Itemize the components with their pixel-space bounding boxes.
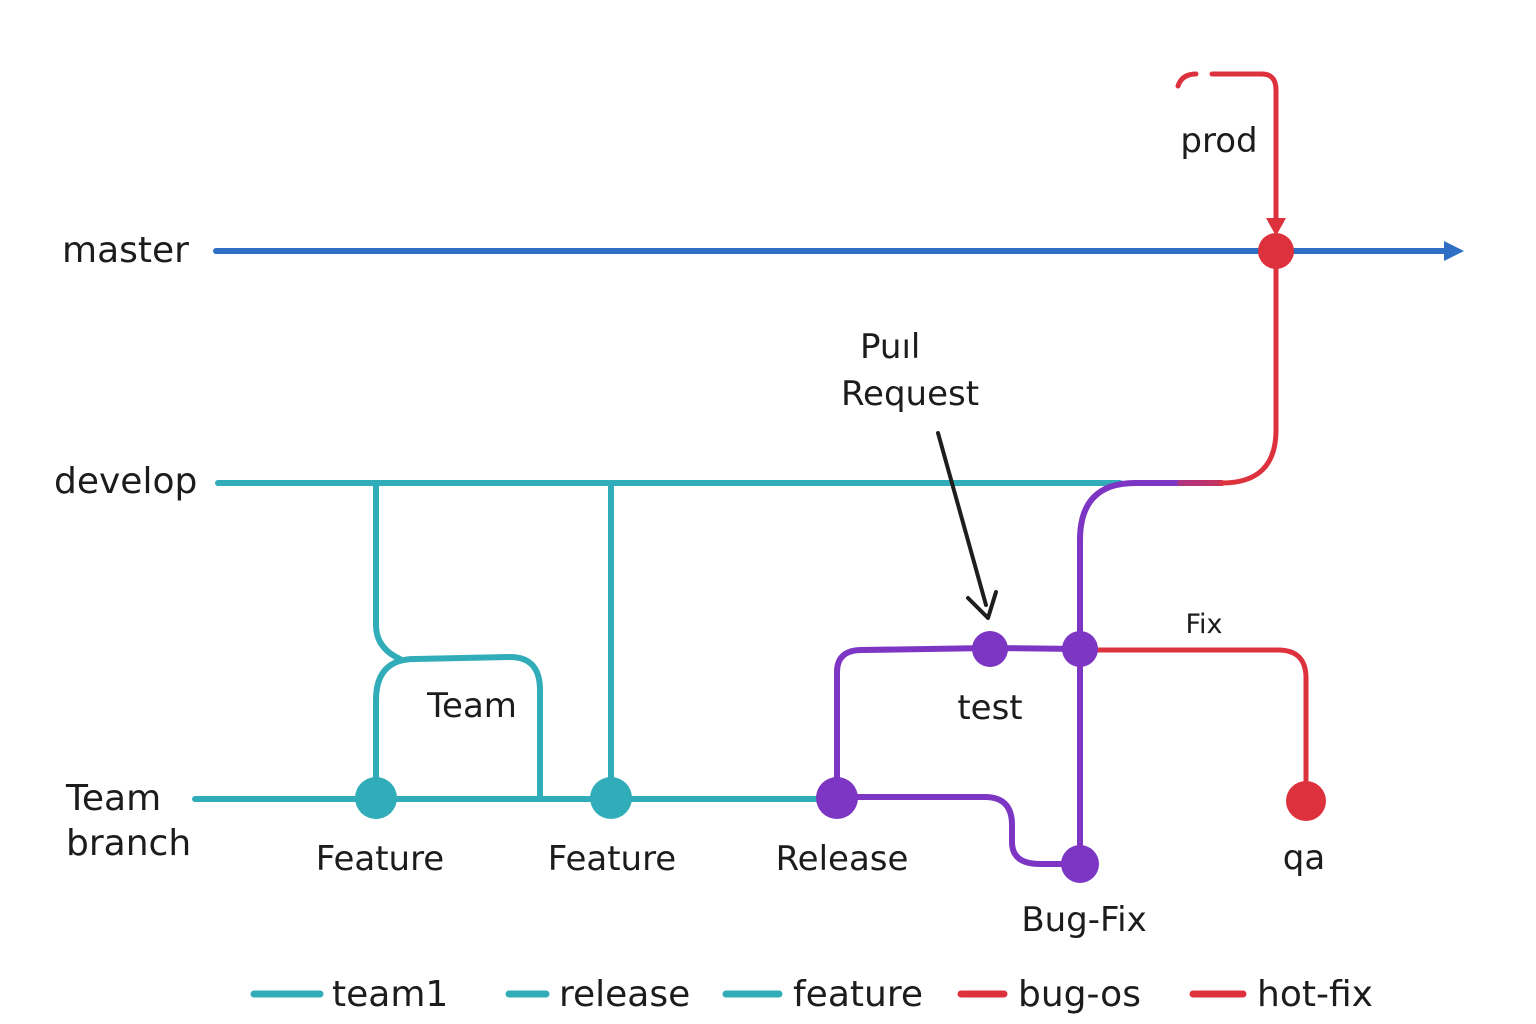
test-label: test (957, 688, 1022, 728)
prod-arrowhead (1266, 218, 1286, 236)
legend-label-feature: feature (793, 974, 923, 1015)
legend: team1 release feature bug-os hot-fix (250, 974, 1373, 1015)
pull-request-annotation-line2: Request (841, 374, 979, 414)
feature-1-commit-node (355, 777, 397, 819)
master-arrowhead (1444, 241, 1464, 261)
legend-item-hot-fix: hot-fix (1189, 974, 1373, 1015)
bug-fix-commit-node (1061, 845, 1099, 883)
bug-fix-label: Bug-Fix (1021, 900, 1146, 940)
pull-request-arrow (936, 431, 988, 607)
team-annotation: Team (426, 686, 517, 726)
prod-annotation: prod (1180, 121, 1257, 161)
legend-label-team1: team1 (332, 974, 448, 1015)
legend-item-release: release (505, 974, 690, 1015)
release-label: Release (776, 839, 909, 879)
release-commit-node (816, 777, 858, 819)
team-loop-connector (373, 654, 543, 800)
release-to-test-path (834, 645, 1083, 800)
legend-label-bug-os: bug-os (1018, 974, 1141, 1015)
develop-to-feature-1-connector (373, 480, 403, 662)
master-merge-node (1258, 233, 1294, 269)
release-to-bugfix-path (834, 794, 1083, 867)
team-branch-lane-label-line1: Team (65, 778, 161, 819)
pull-request-annotation-line1: Puıl (860, 327, 920, 367)
bugfix-to-develop-path (1077, 480, 1193, 867)
feature-1-label: Feature (316, 839, 444, 879)
legend-item-team1: team1 (250, 974, 448, 1015)
merge-commit-node (1062, 631, 1098, 667)
fix-annotation: Fix (1185, 609, 1222, 640)
legend-item-feature: feature (722, 974, 923, 1015)
pull-request-arrowhead (966, 590, 998, 620)
qa-commit-node (1286, 781, 1326, 821)
prod-to-master-path (1175, 71, 1199, 89)
hotfix-to-master-path (1219, 248, 1279, 486)
legend-label-hot-fix: hot-fix (1257, 974, 1373, 1015)
prod-loop-path (1209, 71, 1279, 228)
feature-2-commit-node (590, 777, 632, 819)
qa-label: qa (1283, 838, 1325, 878)
develop-lane-label: develop (54, 461, 197, 502)
legend-item-bug-os: bug-os (957, 974, 1141, 1015)
master-lane-label: master (62, 230, 189, 271)
team-branch-lane-label-line2: branch (66, 823, 191, 864)
test-commit-node (972, 631, 1008, 667)
legend-label-release: release (559, 974, 690, 1015)
fix-to-qa-path (1077, 647, 1309, 802)
feature-2-label: Feature (548, 839, 676, 879)
